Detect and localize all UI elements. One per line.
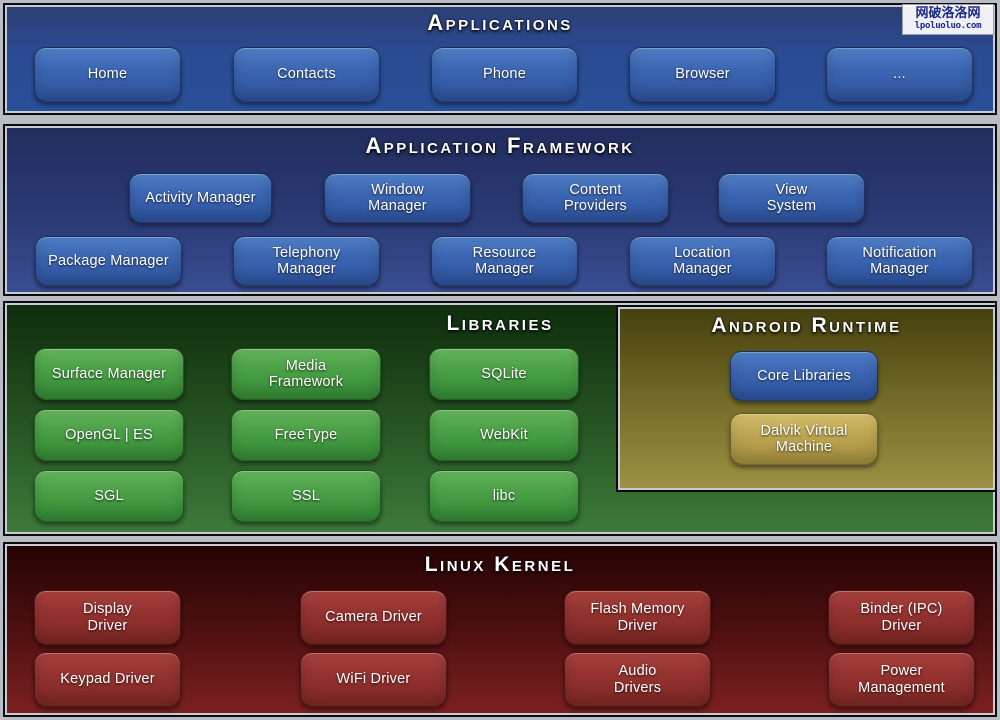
kernel-item-display-driver[interactable]: Display Driver xyxy=(34,590,181,645)
app-item-home-label: Home xyxy=(87,66,128,83)
framework-item-resource-manager-label: Resource Manager xyxy=(472,244,537,277)
library-item-libc-label: libc xyxy=(492,487,516,504)
framework-item-content-providers[interactable]: Content Providers xyxy=(522,173,669,223)
framework-item-view-system-label: View System xyxy=(766,181,817,214)
kernel-item-audio-drivers[interactable]: Audio Drivers xyxy=(564,652,711,707)
kernel-item-power-management[interactable]: Power Management xyxy=(828,652,975,707)
library-item-surface-manager[interactable]: Surface Manager xyxy=(34,348,184,400)
app-item-more[interactable]: ... xyxy=(826,47,973,102)
panel-android-runtime: Android Runtime Core Libraries Dalvik Vi… xyxy=(616,305,995,492)
library-item-media-framework-label: Media Framework xyxy=(268,357,344,390)
library-item-sgl[interactable]: SGL xyxy=(34,470,184,522)
kernel-item-binder-ipc-driver-label: Binder (IPC) Driver xyxy=(860,601,943,634)
library-item-freetype-label: FreeType xyxy=(274,426,338,443)
library-item-surface-manager-label: Surface Manager xyxy=(51,365,167,382)
library-item-media-framework[interactable]: Media Framework xyxy=(231,348,381,400)
framework-item-package-manager-label: Package Manager xyxy=(48,252,169,269)
framework-item-location-manager[interactable]: Location Manager xyxy=(629,236,776,286)
runtime-item-dalvik-virtual-machine[interactable]: Dalvik Virtual Machine xyxy=(730,413,878,465)
framework-item-telephony-manager[interactable]: Telephony Manager xyxy=(233,236,380,286)
kernel-item-keypad-driver[interactable]: Keypad Driver xyxy=(34,652,181,707)
kernel-item-camera-driver[interactable]: Camera Driver xyxy=(300,590,447,645)
layer-linux-kernel: Linux Kernel Display Driver Camera Drive… xyxy=(3,542,997,717)
app-item-contacts[interactable]: Contacts xyxy=(233,47,380,102)
library-item-opengl-es[interactable]: OpenGL | ES xyxy=(34,409,184,461)
runtime-item-dalvik-virtual-machine-label: Dalvik Virtual Machine xyxy=(760,422,848,455)
framework-item-view-system[interactable]: View System xyxy=(718,173,865,223)
runtime-item-core-libraries-label: Core Libraries xyxy=(757,367,851,384)
library-item-webkit[interactable]: WebKit xyxy=(429,409,579,461)
library-item-sgl-label: SGL xyxy=(94,487,124,504)
framework-item-activity-manager[interactable]: Activity Manager xyxy=(129,173,272,223)
layer-applications: Applications Home Contacts Phone Browser… xyxy=(3,3,997,115)
app-item-phone-label: Phone xyxy=(483,66,526,83)
kernel-item-audio-drivers-label: Audio Drivers xyxy=(613,663,662,696)
layer-application-framework: Application Framework Activity Manager W… xyxy=(3,124,997,296)
watermark-url: lpoluoluo.com xyxy=(914,21,982,31)
library-item-ssl-label: SSL xyxy=(291,487,320,504)
framework-item-telephony-manager-label: Telephony Manager xyxy=(272,244,341,277)
kernel-item-power-management-label: Power Management xyxy=(858,663,945,696)
kernel-item-keypad-driver-label: Keypad Driver xyxy=(60,671,155,688)
framework-item-window-manager[interactable]: Window Manager xyxy=(324,173,471,223)
app-item-more-label: ... xyxy=(893,66,906,83)
kernel-item-flash-memory-driver-label: Flash Memory Driver xyxy=(590,601,685,634)
app-item-contacts-label: Contacts xyxy=(277,66,336,83)
library-item-libc[interactable]: libc xyxy=(429,470,579,522)
library-item-sqlite[interactable]: SQLite xyxy=(429,348,579,400)
kernel-item-wifi-driver-label: WiFi Driver xyxy=(336,671,411,688)
runtime-item-core-libraries[interactable]: Core Libraries xyxy=(730,351,878,401)
library-item-webkit-label: WebKit xyxy=(480,426,528,443)
framework-item-package-manager[interactable]: Package Manager xyxy=(35,236,182,286)
app-item-browser[interactable]: Browser xyxy=(629,47,776,102)
library-item-freetype[interactable]: FreeType xyxy=(231,409,381,461)
app-item-phone[interactable]: Phone xyxy=(431,47,578,102)
kernel-item-camera-driver-label: Camera Driver xyxy=(325,609,422,626)
library-item-ssl[interactable]: SSL xyxy=(231,470,381,522)
watermark: 网破洛洛网 lpoluoluo.com xyxy=(902,4,994,35)
framework-item-window-manager-label: Window Manager xyxy=(368,181,427,214)
framework-item-location-manager-label: Location Manager xyxy=(673,244,732,277)
kernel-item-flash-memory-driver[interactable]: Flash Memory Driver xyxy=(564,590,711,645)
app-item-browser-label: Browser xyxy=(675,66,730,83)
app-item-home[interactable]: Home xyxy=(34,47,181,102)
kernel-item-binder-ipc-driver[interactable]: Binder (IPC) Driver xyxy=(828,590,975,645)
framework-item-notification-manager-label: Notification Manager xyxy=(862,244,937,277)
framework-item-resource-manager[interactable]: Resource Manager xyxy=(431,236,578,286)
library-item-sqlite-label: SQLite xyxy=(481,365,527,382)
layer-libraries: Libraries Surface Manager Media Framewor… xyxy=(3,301,997,536)
watermark-text: 网破洛洛网 xyxy=(915,6,981,21)
framework-item-notification-manager[interactable]: Notification Manager xyxy=(826,236,973,286)
framework-item-content-providers-label: Content Providers xyxy=(563,181,628,214)
framework-item-activity-manager-label: Activity Manager xyxy=(145,189,256,206)
kernel-item-wifi-driver[interactable]: WiFi Driver xyxy=(300,652,447,707)
library-item-opengl-es-label: OpenGL | ES xyxy=(65,426,153,443)
kernel-item-display-driver-label: Display Driver xyxy=(83,601,132,634)
